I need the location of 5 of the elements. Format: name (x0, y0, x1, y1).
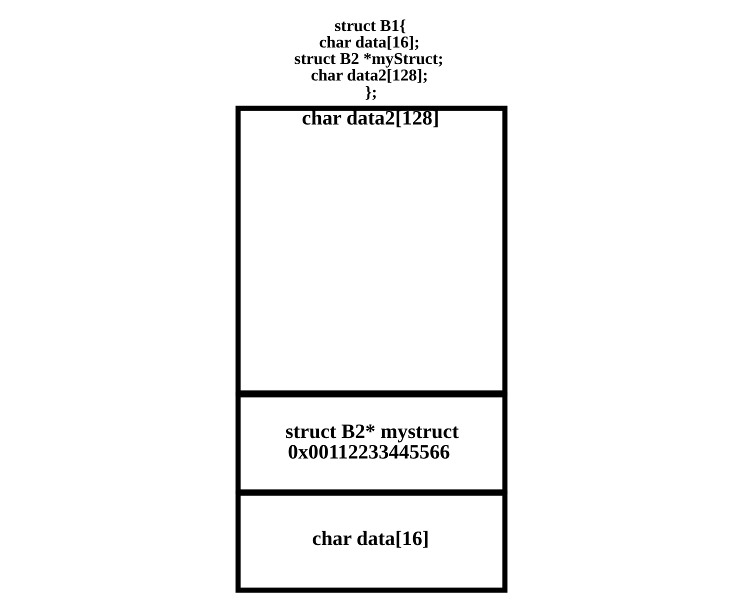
label: }; (364, 82, 377, 102)
label: struct B2 *myStruct; (294, 49, 443, 68)
label: char data[16]; (318, 32, 420, 52)
label: struct B1{ (334, 16, 406, 35)
node-box: char data2[128] (235, 106, 507, 396)
